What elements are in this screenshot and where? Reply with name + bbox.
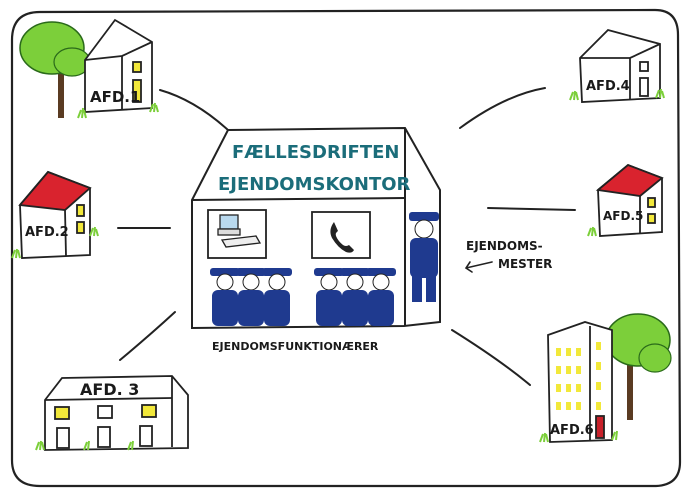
person-icon xyxy=(262,268,292,326)
staff-label: EJENDOMSFUNKTIONÆRER xyxy=(212,340,379,353)
department-afd6: AFD.6 xyxy=(539,313,672,443)
grass-icon xyxy=(539,430,618,443)
staff-group xyxy=(210,268,396,326)
department-afd3: AFD. 3 xyxy=(35,375,189,451)
department-afd1: AFD.1 xyxy=(19,18,159,119)
tree-icon xyxy=(19,21,91,118)
department-afd4: AFD.4 xyxy=(569,28,665,103)
grass-icon xyxy=(77,102,159,119)
department-afd5: AFD.5 xyxy=(587,163,664,237)
central-office: FÆLLESDRIFTEN EJENDOMSKONTOR xyxy=(191,126,441,353)
afd3-label: AFD. 3 xyxy=(80,380,139,399)
connector-afd3 xyxy=(119,311,176,361)
house-icon xyxy=(579,28,661,103)
computer-icon xyxy=(217,214,262,248)
house-icon xyxy=(44,375,189,451)
department-afd2: AFD.2 xyxy=(11,170,99,259)
grass-icon xyxy=(587,226,597,237)
manager-figure xyxy=(409,212,439,302)
office-title-line1: FÆLLESDRIFTEN xyxy=(232,142,399,163)
office-title-line2: EJENDOMSKONTOR xyxy=(218,174,411,195)
afd2-label: AFD.2 xyxy=(25,225,69,240)
connector-afd4 xyxy=(459,87,546,129)
door-icon xyxy=(595,415,605,439)
person-icon xyxy=(366,268,396,326)
connector-afd5 xyxy=(487,207,576,211)
afd6-label: AFD.6 xyxy=(550,423,594,438)
person-icon xyxy=(340,268,370,326)
computer-panel xyxy=(207,209,267,259)
grass-icon xyxy=(35,440,134,451)
manager-annotation: EJENDOMS- MESTER xyxy=(464,239,552,273)
grass-icon xyxy=(11,226,99,259)
connector-lines xyxy=(117,87,576,386)
house-icon xyxy=(18,170,92,259)
afd1-label: AFD.1 xyxy=(90,88,140,106)
phone-panel xyxy=(311,211,371,259)
person-icon xyxy=(314,268,344,326)
outer-frame xyxy=(10,8,682,488)
tree-icon xyxy=(605,313,672,420)
house-icon xyxy=(595,163,664,237)
arrow-icon xyxy=(464,261,493,273)
apartment-building-icon xyxy=(547,321,613,443)
house-icon xyxy=(84,18,153,113)
connector-afd6 xyxy=(451,329,531,386)
afd5-label: AFD.5 xyxy=(603,209,643,223)
connector-afd1 xyxy=(159,89,229,131)
manager-label-line2: MESTER xyxy=(498,257,552,271)
person-icon xyxy=(236,268,266,326)
person-icon xyxy=(210,268,240,326)
afd4-label: AFD.4 xyxy=(586,79,630,94)
phone-icon xyxy=(330,222,354,253)
grass-icon xyxy=(569,88,665,101)
manager-label-line1: EJENDOMS- xyxy=(466,239,543,253)
